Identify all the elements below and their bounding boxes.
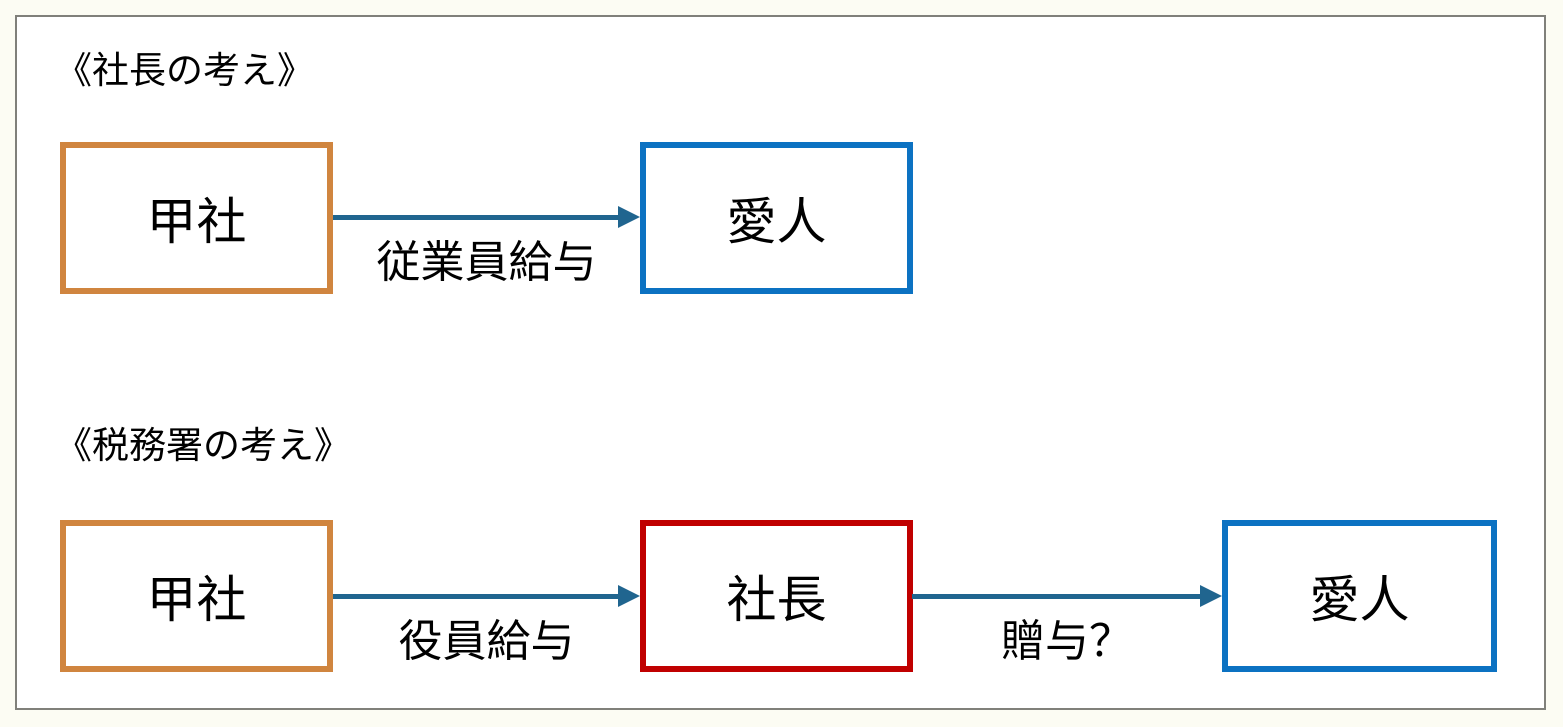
node-label-kousha-2: 甲社 [146, 572, 247, 628]
node-box-shachou: 社長 [640, 520, 913, 672]
node-box-aijin-1: 愛人 [640, 142, 913, 294]
node-box-kousha-2: 甲社 [60, 520, 333, 672]
arrow-head-gift [1200, 585, 1222, 607]
node-label-shachou: 社長 [726, 572, 827, 628]
node-box-kousha-1: 甲社 [60, 142, 333, 294]
node-box-aijin-2: 愛人 [1222, 520, 1497, 672]
section-heading-tax-office-view: 《税務署の考え》 [55, 425, 351, 466]
node-label-aijin-2: 愛人 [1309, 572, 1410, 628]
node-label-kousha-1: 甲社 [146, 194, 247, 250]
section-heading-president-view: 《社長の考え》 [55, 50, 314, 91]
arrow-head-officer-salary [618, 585, 640, 607]
arrow-head-employee-salary [618, 206, 640, 228]
arrow-line-employee-salary [333, 215, 619, 220]
arrow-line-gift [912, 594, 1200, 599]
arrow-label-officer-salary: 役員給与 [398, 617, 575, 666]
arrow-label-employee-salary: 従業員給与 [376, 238, 597, 287]
arrow-line-officer-salary [333, 594, 619, 599]
arrow-label-gift: 贈与？ [1001, 617, 1133, 666]
node-label-aijin-1: 愛人 [726, 194, 827, 250]
